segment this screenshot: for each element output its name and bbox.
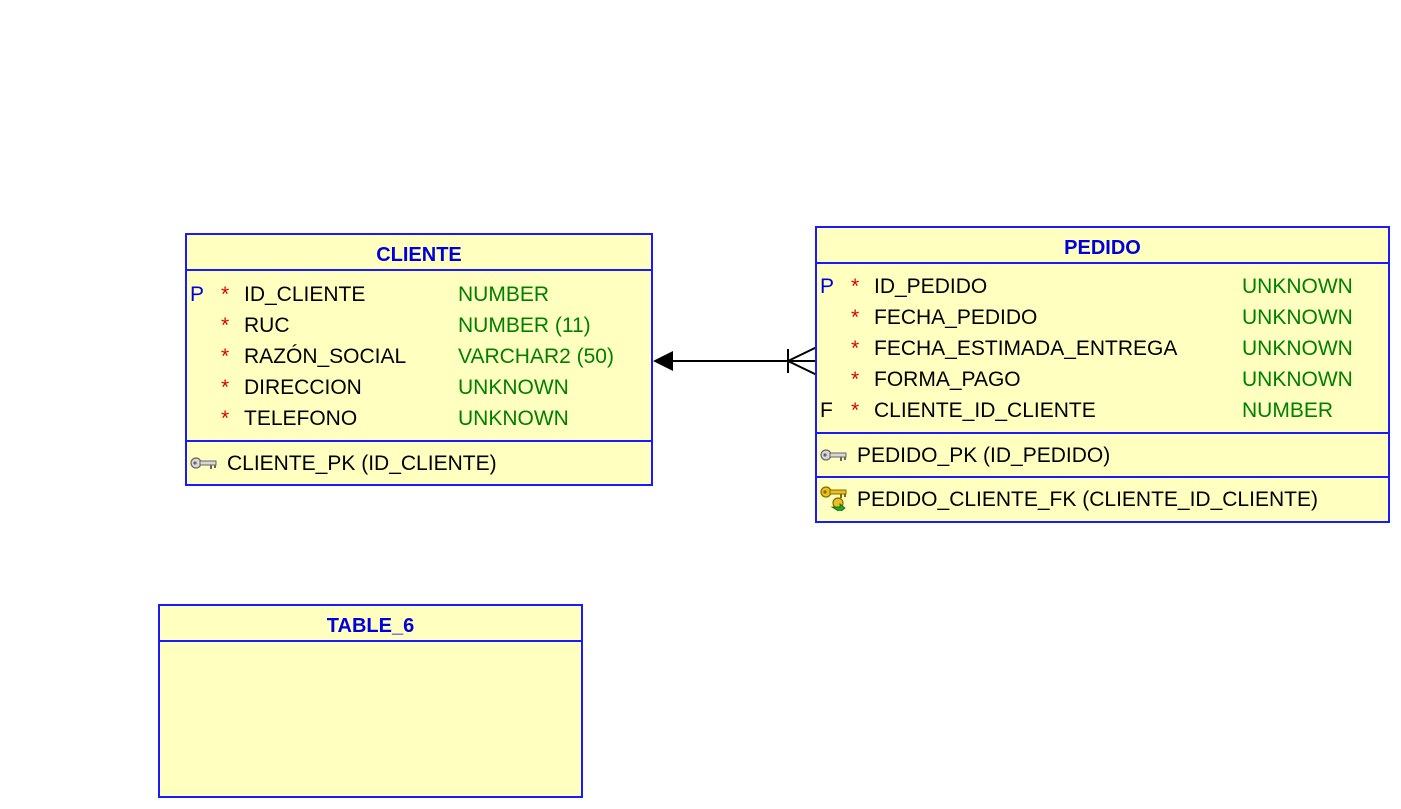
constraint-label: CLIENTE_PK (ID_CLIENTE)	[227, 452, 497, 475]
column-row[interactable]: * FORMA_PAGO UNKNOWN	[817, 364, 1388, 395]
table-cliente[interactable]: CLIENTE P * ID_CLIENTE NUMBER * RUC NUMB…	[185, 233, 653, 486]
required-marker: *	[221, 376, 230, 399]
column-row[interactable]: * FECHA_PEDIDO UNKNOWN	[817, 302, 1388, 333]
column-type: UNKNOWN	[458, 407, 569, 430]
table-title: PEDIDO	[817, 228, 1388, 264]
column-name: ID_CLIENTE	[244, 283, 366, 306]
column-row[interactable]: * RAZÓN_SOCIAL VARCHAR2 (50)	[187, 341, 651, 372]
primary-key-icon	[190, 457, 217, 469]
constraint-row-pk[interactable]: CLIENTE_PK (ID_CLIENTE)	[187, 442, 651, 484]
required-marker: *	[221, 283, 230, 306]
column-type: NUMBER (11)	[458, 314, 591, 337]
column-name: CLIENTE_ID_CLIENTE	[874, 399, 1096, 422]
column-row[interactable]: * TELEFONO UNKNOWN	[187, 403, 651, 434]
foreign-key-marker: F	[820, 399, 833, 422]
column-type: UNKNOWN	[1242, 337, 1353, 360]
primary-key-icon	[820, 449, 847, 461]
table-title: TABLE_6	[160, 606, 581, 642]
column-name: ID_PEDIDO	[874, 275, 988, 298]
column-name: FORMA_PAGO	[874, 368, 1021, 391]
one-arrowhead-icon	[653, 351, 673, 371]
relationship-pedido-cliente[interactable]	[653, 346, 818, 376]
constraint-label: PEDIDO_CLIENTE_FK (CLIENTE_ID_CLIENTE)	[857, 488, 1318, 511]
constraint-label: PEDIDO_PK (ID_PEDIDO)	[857, 444, 1111, 467]
table-title: CLIENTE	[187, 235, 651, 271]
column-row[interactable]: * RUC NUMBER (11)	[187, 310, 651, 341]
required-marker: *	[851, 368, 860, 391]
column-name: DIRECCION	[244, 376, 362, 399]
required-marker: *	[851, 399, 860, 422]
column-type: NUMBER	[458, 283, 550, 306]
required-marker: *	[851, 306, 860, 329]
constraint-row-pk[interactable]: PEDIDO_PK (ID_PEDIDO)	[817, 434, 1388, 478]
column-name: FECHA_PEDIDO	[874, 306, 1038, 329]
column-type: NUMBER	[1242, 399, 1334, 422]
column-list: P * ID_CLIENTE NUMBER * RUC NUMBER (11) …	[187, 271, 651, 442]
foreign-key-icon	[820, 486, 847, 511]
required-marker: *	[851, 275, 860, 298]
column-row[interactable]: P * ID_PEDIDO UNKNOWN	[817, 271, 1388, 302]
column-type: UNKNOWN	[1242, 306, 1353, 329]
primary-key-marker: P	[190, 283, 205, 306]
column-type: VARCHAR2 (50)	[458, 345, 614, 368]
required-marker: *	[221, 314, 230, 337]
column-name: RUC	[244, 314, 290, 337]
column-row[interactable]: * FECHA_ESTIMADA_ENTREGA UNKNOWN	[817, 333, 1388, 364]
required-marker: *	[221, 407, 230, 430]
column-row[interactable]: P * ID_CLIENTE NUMBER	[187, 279, 651, 310]
constraint-row-fk[interactable]: PEDIDO_CLIENTE_FK (CLIENTE_ID_CLIENTE)	[817, 478, 1388, 520]
column-row[interactable]: * DIRECCION UNKNOWN	[187, 372, 651, 403]
column-type: UNKNOWN	[458, 376, 569, 399]
column-type: UNKNOWN	[1242, 368, 1353, 391]
column-type: UNKNOWN	[1242, 275, 1353, 298]
column-name: RAZÓN_SOCIAL	[244, 345, 407, 368]
column-row[interactable]: F * CLIENTE_ID_CLIENTE NUMBER	[817, 395, 1388, 426]
required-marker: *	[221, 345, 230, 368]
table-pedido[interactable]: PEDIDO P * ID_PEDIDO UNKNOWN * FECHA_PED…	[815, 226, 1390, 523]
column-name: FECHA_ESTIMADA_ENTREGA	[874, 337, 1178, 360]
column-name: TELEFONO	[244, 407, 358, 430]
table-table-6[interactable]: TABLE_6	[158, 604, 583, 798]
primary-key-marker: P	[820, 275, 835, 298]
required-marker: *	[851, 337, 860, 360]
column-list: P * ID_PEDIDO UNKNOWN * FECHA_PEDIDO UNK…	[817, 264, 1388, 434]
crows-foot-icon	[787, 346, 818, 376]
